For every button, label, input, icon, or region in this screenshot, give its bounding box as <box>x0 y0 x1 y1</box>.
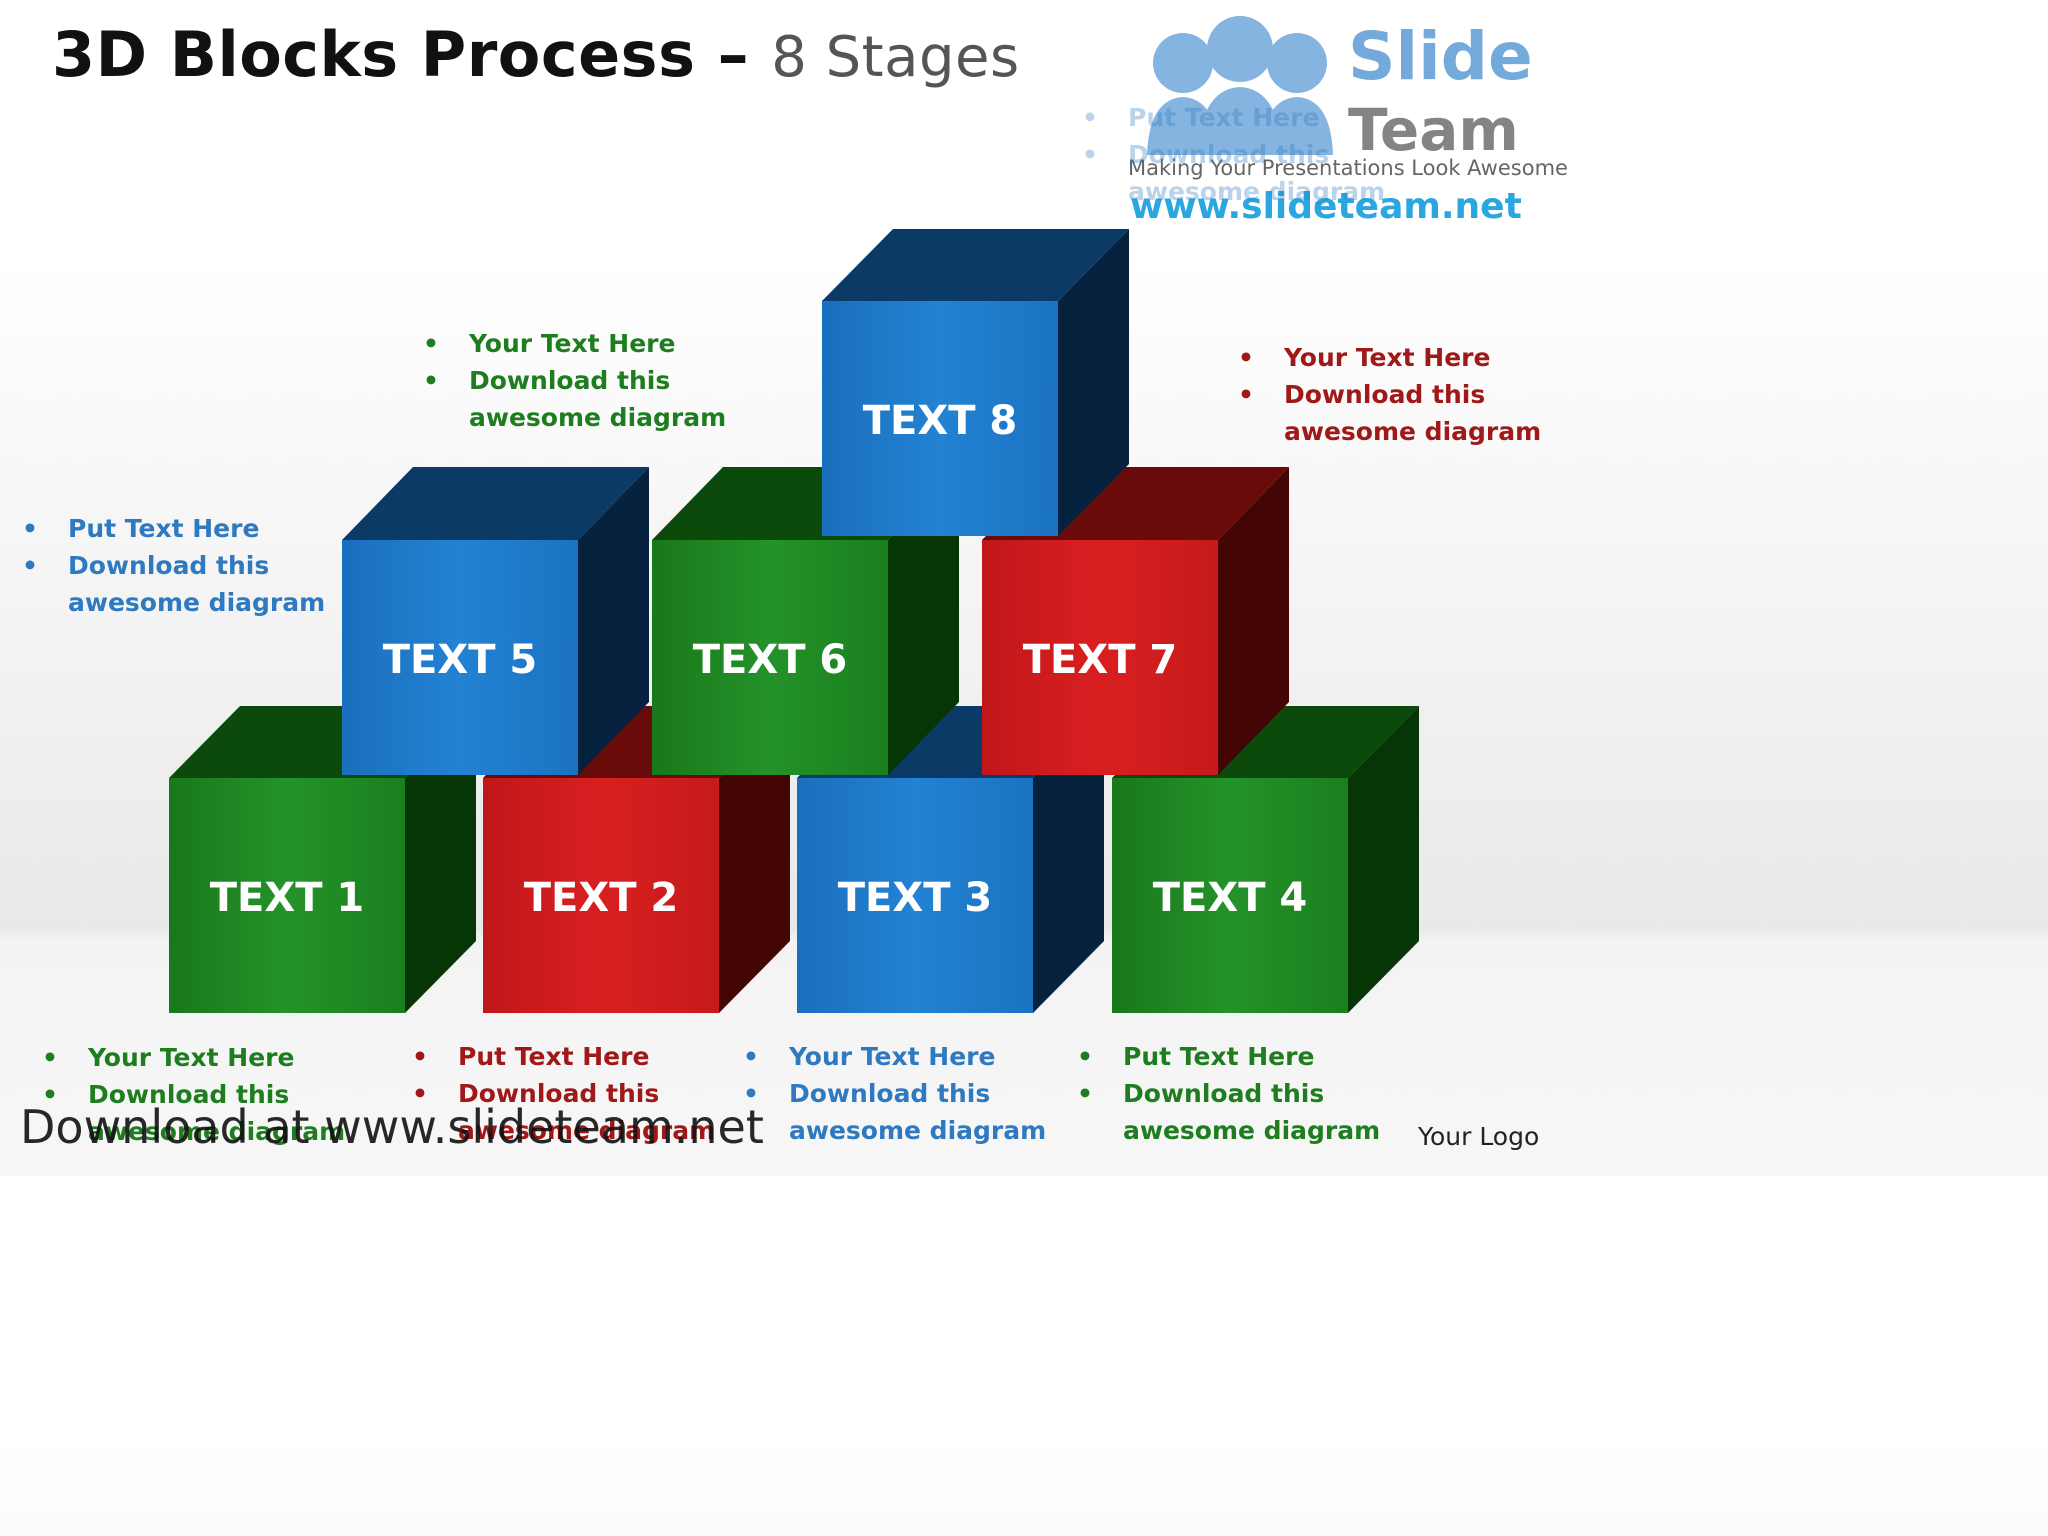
note-line: Download this <box>22 547 325 584</box>
note-line: Download this <box>1082 136 1385 173</box>
block-6: TEXT 6 <box>652 467 959 775</box>
your-logo-placeholder: Your Logo <box>1418 1122 1540 1151</box>
note-line: Put Text Here <box>1082 99 1385 136</box>
note-line: awesome diagram <box>68 588 326 617</box>
note-line: Put Text Here <box>412 1038 715 1075</box>
note-line: awesome diagram <box>1284 417 1542 446</box>
block-5-label: TEXT 5 <box>383 637 538 683</box>
note-block-3: Your Text Here Download this awesome dia… <box>743 1038 1046 1149</box>
block-7-label: TEXT 7 <box>1023 637 1178 683</box>
note-block-1: Your Text Here Download this awesome dia… <box>42 1039 345 1150</box>
note-line: awesome diagram <box>1123 1116 1381 1145</box>
note-line: Download this <box>1077 1075 1380 1112</box>
note-line: Download this <box>423 362 726 399</box>
title-subtitle: 8 Stages <box>771 25 1020 90</box>
note-line: awesome diagram <box>1128 177 1386 206</box>
block-1-label: TEXT 1 <box>210 875 365 921</box>
note-line: Your Text Here <box>1238 339 1541 376</box>
note-line: Download this <box>42 1076 345 1113</box>
note-line: Download this <box>743 1075 1046 1112</box>
block-8-label: TEXT 8 <box>863 398 1018 444</box>
note-line: Download this <box>1238 376 1541 413</box>
note-line: Put Text Here <box>22 510 325 547</box>
note-block-6: Your Text Here Download this awesome dia… <box>423 325 726 436</box>
block-2-label: TEXT 2 <box>524 875 679 921</box>
block-4-label: TEXT 4 <box>1153 875 1308 921</box>
logo-url[interactable]: www.slideteam.net <box>1130 186 1522 227</box>
block-6-label: TEXT 6 <box>693 637 848 683</box>
note-line: awesome diagram <box>88 1117 346 1146</box>
note-line: awesome diagram <box>469 403 727 432</box>
block-8: TEXT 8 <box>822 229 1129 536</box>
note-block-5: Put Text Here Download this awesome diag… <box>22 510 325 621</box>
note-line: Put Text Here <box>1077 1038 1380 1075</box>
note-line: Your Text Here <box>42 1039 345 1076</box>
title-main: 3D Blocks Process <box>52 18 696 91</box>
note-block-2: Put Text Here Download this awesome diag… <box>412 1038 715 1149</box>
logo-brand-slide: Slide <box>1348 18 1533 95</box>
blocks-diagram: TEXT 1 TEXT 2 TEXT 3 TEXT 4 TEXT 5 TEXT … <box>169 229 1419 1013</box>
note-line: awesome diagram <box>458 1116 716 1145</box>
page-title: 3D Blocks Process – 8 Stages <box>52 18 1020 91</box>
note-block-8: Put Text Here Download this awesome diag… <box>1082 99 1385 210</box>
note-line: Download this <box>412 1075 715 1112</box>
note-block-7: Your Text Here Download this awesome dia… <box>1238 339 1541 450</box>
note-line: awesome diagram <box>789 1116 1047 1145</box>
title-dash: – <box>717 18 750 91</box>
note-block-4: Put Text Here Download this awesome diag… <box>1077 1038 1380 1149</box>
block-3-label: TEXT 3 <box>838 875 993 921</box>
download-watermark: Download at www.slideteam.net <box>20 1100 764 1154</box>
block-5: TEXT 5 <box>342 467 649 775</box>
note-line: Your Text Here <box>743 1038 1046 1075</box>
note-line: Your Text Here <box>423 325 726 362</box>
